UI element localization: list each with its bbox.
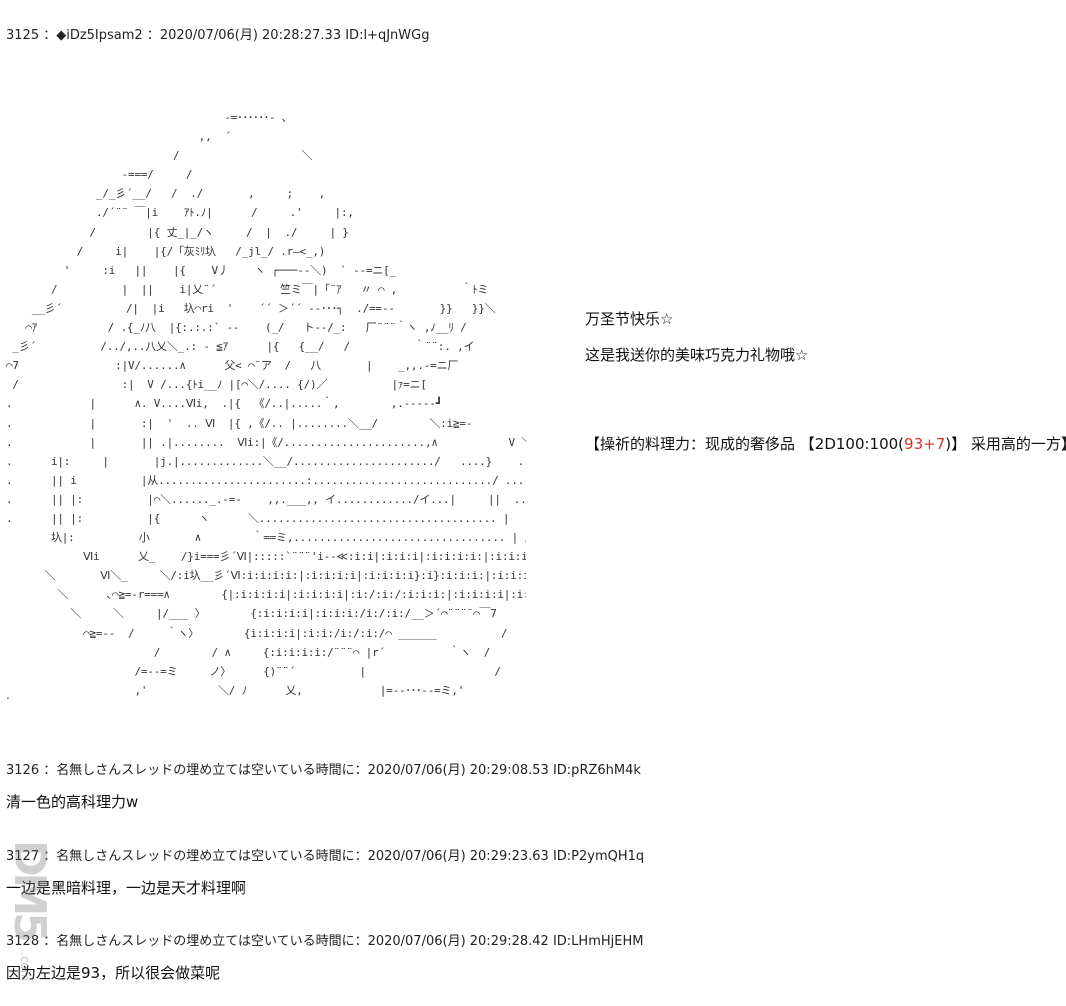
dice-bonus-red: +7 bbox=[923, 435, 946, 453]
ascii-art: -=･･････- ､ ,, ´ / ＼ -===/ / _/_彡´__/ / … bbox=[6, 111, 526, 697]
post-line-1: 万圣节快乐☆ bbox=[585, 310, 674, 328]
post-body: 一边是黑暗料理，一边是天才料理啊 bbox=[6, 879, 247, 897]
dice-result-red: 93 bbox=[904, 435, 924, 453]
post-header: 3127 ：名無しさんスレッドの埋め立ては空いている時間に：2020/07/06… bbox=[6, 849, 645, 864]
dice-line-suffix: )】 采用高的一方】 bbox=[945, 435, 1066, 453]
post-header: 3126 ：名無しさんスレッドの埋め立ては空いている時間に：2020/07/06… bbox=[6, 763, 641, 778]
dice-roll-line: 【操祈的料理力：现成的奢侈品 【2D100:100(93+7)】 采用高的一方】 bbox=[585, 433, 1066, 454]
post-header: 3125 ：◆iDz5Ipsam2 ：2020/07/06(月) 20:28:2… bbox=[6, 28, 430, 43]
post-body: 因为左边是93，所以很会做菜呢 bbox=[6, 964, 221, 982]
post-header: 3128 ：名無しさんスレッドの埋め立ては空いている時間に：2020/07/06… bbox=[6, 934, 644, 949]
post-line-2: 这是我送你的美味巧克力礼物哦☆ bbox=[585, 346, 809, 364]
post-body: 清一色的高科理力w bbox=[6, 793, 139, 811]
dice-line-prefix: 【操祈的料理力：现成的奢侈品 【2D100:100( bbox=[585, 435, 905, 453]
ascii-art-trailer: . bbox=[6, 688, 10, 702]
